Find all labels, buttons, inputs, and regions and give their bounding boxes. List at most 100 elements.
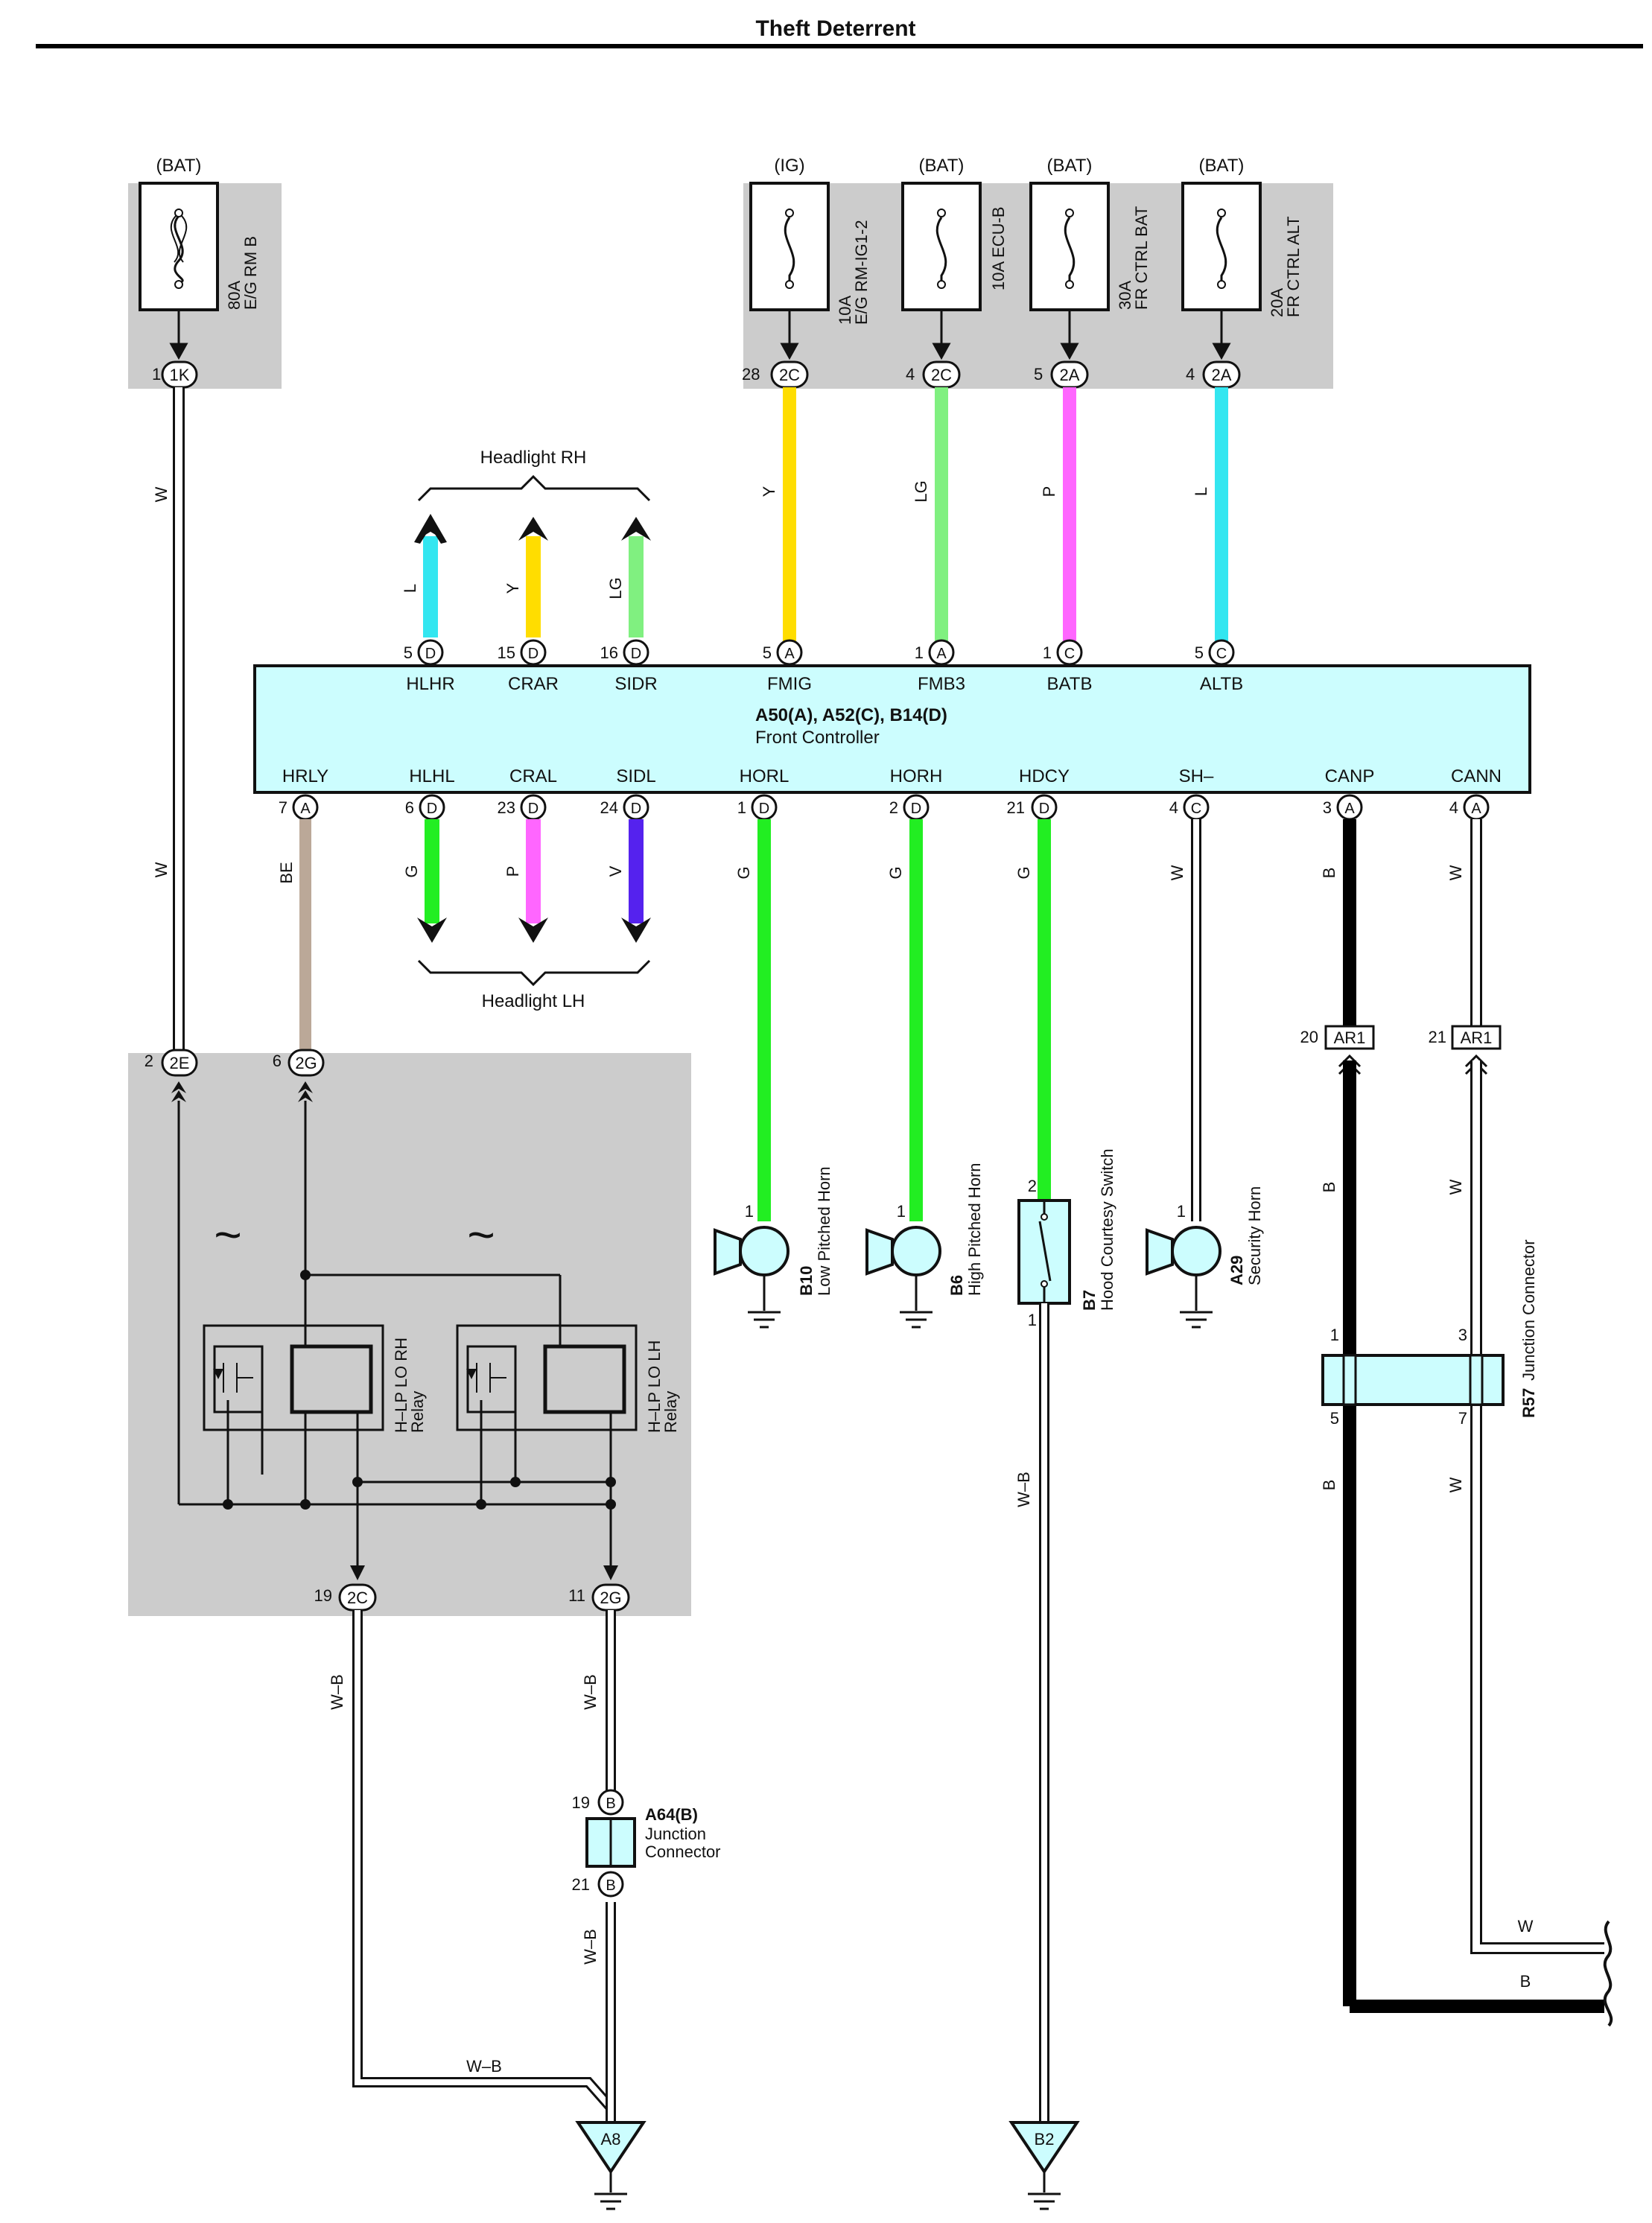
connector-code: 2C (779, 366, 800, 384)
controller-pin-fmb3: 1 A FMB3 (915, 639, 965, 694)
component-name: Junction (645, 1825, 706, 1843)
controller-pin-sidl: SIDL 24 D (600, 766, 656, 821)
controller-pin-horl: HORL 1 D (737, 766, 789, 821)
wire-g-hdcy: G (1014, 819, 1051, 1200)
pin-number: 16 (600, 643, 618, 662)
pin-number: 1 (152, 365, 161, 384)
pin-connector: D (528, 646, 539, 662)
ground-label: B2 (1035, 2130, 1055, 2149)
component-name: Security Horn (1245, 1186, 1264, 1285)
fuse-rating: 10A ECU-B (989, 207, 1008, 291)
relay-lh-label: H–LP LO LH (645, 1341, 664, 1433)
pin-label: FMB3 (918, 674, 965, 694)
fuse-connector-2c-28: 28 2C (742, 360, 809, 389)
controller-pin-fmig: 5 A FMIG (763, 639, 812, 694)
wire-color-label: G (402, 865, 421, 877)
pin-connector: A (1471, 801, 1481, 817)
pin-label: SIDL (616, 766, 655, 786)
fuse-supply-label: (BAT) (156, 156, 202, 176)
pin-number: 5 (1195, 643, 1204, 662)
wire-wb-relay-left: W–B W–B (328, 1610, 615, 2111)
pin-number: 1 (1028, 1311, 1037, 1329)
wire-color-label: G (1014, 866, 1033, 879)
component-id: A29 (1227, 1256, 1246, 1285)
fuse-connector-2c-4: 4 2C (906, 360, 961, 389)
coil-tilde: ~ (214, 1208, 241, 1262)
fuse-name: E/G RM B (241, 236, 260, 310)
pin-number: 21 (572, 1875, 590, 1894)
horn-b10: 1 B10 Low Pitched Horn (714, 1166, 833, 1329)
wire-b-can-lower: B B B (1320, 1060, 1604, 2013)
wire-b-canp: B (1320, 819, 1356, 1028)
wire-color-label: L (1192, 487, 1210, 496)
pin-number: 1 (1330, 1326, 1339, 1344)
fuse-rating: 30A (1116, 281, 1134, 310)
pin-number: 4 (1169, 798, 1178, 817)
relay-rh-label: H–LP LO RH (392, 1338, 410, 1433)
component-id: A64(B) (645, 1805, 698, 1824)
controller-id: A50(A), A52(C), B14(D) (755, 705, 947, 725)
pin-connector: C (1191, 801, 1201, 817)
wire-color-label: V (606, 865, 625, 877)
wire-w-sh: W (1168, 819, 1201, 1221)
wire-w-can-lower: W W W (1446, 1060, 1604, 1954)
wire-color-label: W (152, 486, 171, 502)
pin-number: 1 (745, 1202, 754, 1221)
pin-number: 1 (737, 798, 746, 817)
fuse-rating: 10A (836, 296, 854, 325)
fuse-name: E/G RM-IG1-2 (852, 220, 871, 325)
pin-label: FMIG (767, 674, 812, 694)
pin-label: BATB (1047, 674, 1093, 694)
a64-junction-connector: 19 B 21 B A64(B) Junction Connector (572, 1789, 721, 1898)
pin-number: 7 (279, 798, 287, 817)
pin-number: 15 (498, 643, 515, 662)
r57-junction-connector: 1 3 5 7 R57 Junction Connector (1321, 1239, 1538, 1428)
wire-color-label: G (886, 866, 905, 879)
ground-label: A8 (601, 2130, 621, 2149)
connector-code: 2A (1212, 366, 1232, 384)
fuse-rating: 20A (1268, 288, 1286, 317)
fuse-rating: 80A (225, 281, 244, 310)
wire-color-label: LG (912, 480, 930, 502)
fuse-20a-fr-ctrl-alt: (BAT) 20A FR CTRL ALT (1181, 156, 1303, 317)
controller-pin-hlhl: HLHL 6 D (405, 766, 455, 821)
pin-number: 2 (144, 1052, 153, 1070)
pin-label: HLHL (409, 766, 454, 786)
fuse-supply-label: (BAT) (1047, 156, 1093, 176)
pin-label: HORH (890, 766, 943, 786)
pin-number: 24 (600, 798, 618, 817)
pin-number: 7 (1458, 1409, 1467, 1428)
pin-connector: A (936, 646, 947, 662)
pin-connector: D (528, 801, 539, 817)
wire-color-label: B (1320, 1182, 1338, 1193)
pin-number: 6 (273, 1052, 282, 1070)
wire-color-label: W (1446, 1477, 1465, 1492)
pin-label: HLHR (406, 674, 454, 694)
controller-name: Front Controller (755, 728, 880, 748)
wire-color-label: B (1320, 868, 1338, 879)
pin-number: 1 (1177, 1202, 1186, 1221)
relay-block: 2 2E 6 2G (144, 1049, 680, 1612)
pin-connector: D (759, 801, 769, 817)
fuse-10a-eg-rm-ig1-2: (IG) 10A E/G RM-IG1-2 (749, 156, 871, 325)
connector-code: AR1 (1461, 1028, 1493, 1047)
wire-color-label: L (401, 584, 419, 593)
wire-color-label: LG (606, 577, 625, 599)
wire-color-label: W (1446, 865, 1465, 880)
wire-color-label: W (1446, 1179, 1465, 1195)
controller-pin-hlhr: 5 D HLHR (404, 639, 455, 694)
pin-number: 28 (742, 365, 760, 384)
horn-a29: 1 A29 Security Horn (1146, 1186, 1264, 1329)
pin-connector: D (631, 646, 641, 662)
pin-connector: D (427, 801, 437, 817)
pin-number: 5 (763, 643, 772, 662)
pin-connector: A (1344, 801, 1355, 817)
wire-wb-hood: W–B (1014, 1303, 1049, 2122)
wire-w-cann: W (1446, 819, 1482, 1028)
component-name: Junction Connector (1519, 1239, 1538, 1381)
pin-number: 21 (1429, 1028, 1446, 1046)
fuse-80a-eg-rm-b: (BAT) 80A E/G RM B (139, 156, 260, 311)
wire-y-fmig: Y (760, 387, 796, 646)
pin-number: 19 (314, 1586, 332, 1605)
